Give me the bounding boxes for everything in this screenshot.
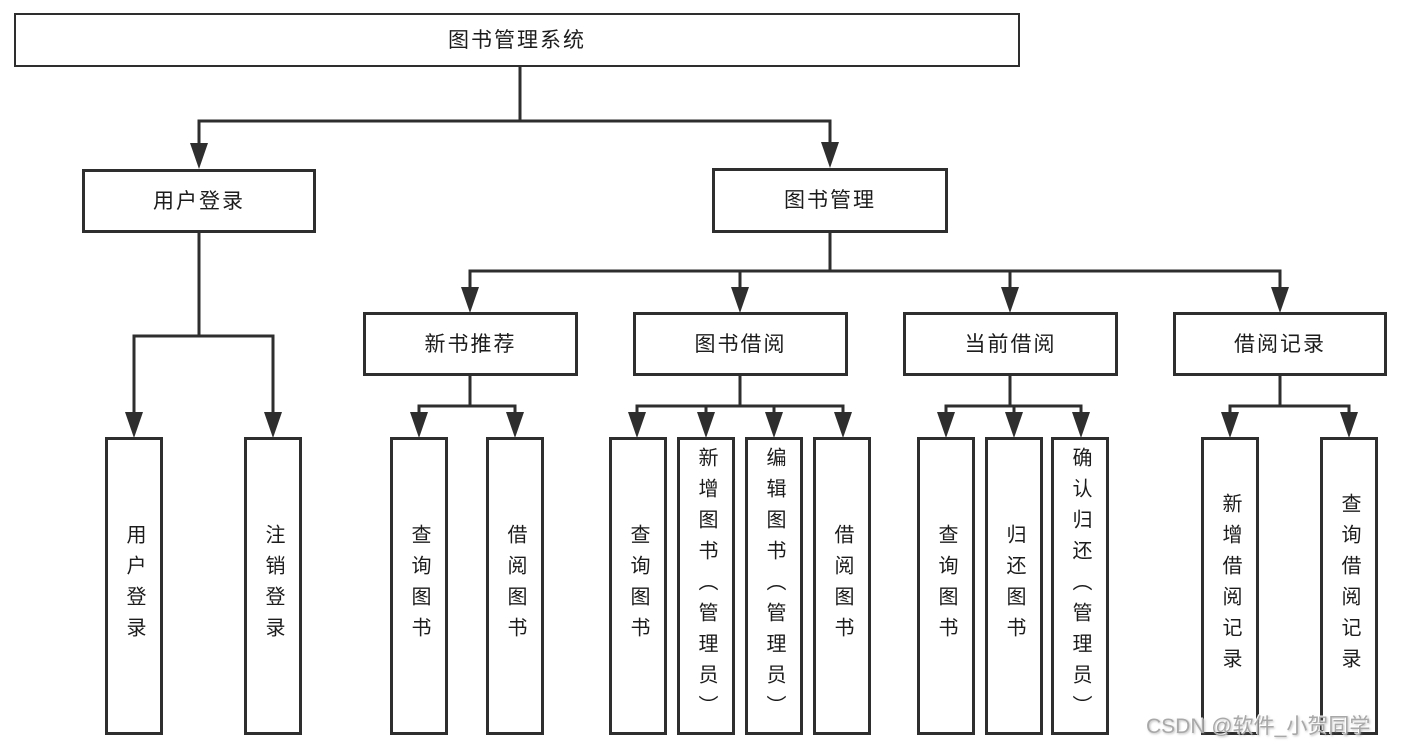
node-label: 图书管理 <box>784 189 876 212</box>
leaf-label: 查询图书 <box>627 524 649 648</box>
node-library-management-system: 图书管理系统 <box>14 13 1020 67</box>
arrowhead-down-icon <box>125 412 143 438</box>
arrowhead-down-icon <box>1072 412 1090 438</box>
arrowhead-down-icon <box>1340 412 1358 438</box>
leaf-label: 新增图书（管理员） <box>695 446 717 726</box>
node-borrow-records: 借阅记录 <box>1173 312 1387 376</box>
leaf-label: 用户登录 <box>123 524 145 648</box>
leaf-label: 新增借阅记录 <box>1219 493 1241 679</box>
leaf-user-login: 用户登录 <box>105 437 163 735</box>
leaf-logout: 注销登录 <box>244 437 302 735</box>
leaf-borrow-books-recommend: 借阅图书 <box>486 437 544 735</box>
arrowhead-down-icon <box>1271 287 1289 313</box>
leaf-label: 查询图书 <box>408 524 430 648</box>
leaf-confirm-return-admin: 确认归还（管理员） <box>1051 437 1109 735</box>
node-label: 新书推荐 <box>424 332 517 356</box>
node-book-borrow: 图书借阅 <box>633 312 848 376</box>
node-label: 图书管理系统 <box>448 28 586 52</box>
arrowhead-down-icon <box>697 412 715 438</box>
leaf-borrow-books: 借阅图书 <box>813 437 871 735</box>
arrowhead-down-icon <box>461 287 479 313</box>
node-new-book-recommend: 新书推荐 <box>363 312 578 376</box>
leaf-add-book-admin: 新增图书（管理员） <box>677 437 735 735</box>
node-user-login: 用户登录 <box>82 169 316 233</box>
arrowhead-down-icon <box>410 412 428 438</box>
arrowhead-down-icon <box>190 143 208 169</box>
leaf-edit-book-admin: 编辑图书（管理员） <box>745 437 803 735</box>
leaf-label: 借阅图书 <box>831 524 853 648</box>
leaf-add-borrow-record: 新增借阅记录 <box>1201 437 1259 735</box>
leaf-label: 确认归还（管理员） <box>1069 446 1091 726</box>
arrowhead-down-icon <box>628 412 646 438</box>
csdn-watermark: CSDN @软件_小贺同学 <box>1146 715 1371 738</box>
node-label: 图书借阅 <box>694 332 787 356</box>
arrowhead-down-icon <box>264 412 282 438</box>
arrowhead-down-icon <box>821 142 839 168</box>
node-label: 当前借阅 <box>964 332 1057 356</box>
leaf-return-book: 归还图书 <box>985 437 1043 735</box>
leaf-label: 查询图书 <box>935 524 957 648</box>
leaf-query-borrow-record: 查询借阅记录 <box>1320 437 1378 735</box>
node-current-borrow: 当前借阅 <box>903 312 1118 376</box>
arrowhead-down-icon <box>1221 412 1239 438</box>
arrowhead-down-icon <box>731 287 749 313</box>
node-label: 用户登录 <box>153 189 245 213</box>
arrowhead-down-icon <box>1005 412 1023 438</box>
arrowhead-down-icon <box>834 412 852 438</box>
leaf-label: 查询借阅记录 <box>1338 493 1360 679</box>
leaf-query-books-current: 查询图书 <box>917 437 975 735</box>
node-label: 借阅记录 <box>1234 332 1326 356</box>
arrowhead-down-icon <box>1001 287 1019 313</box>
leaf-label: 注销登录 <box>262 524 284 648</box>
arrowhead-down-icon <box>765 412 783 438</box>
leaf-label: 归还图书 <box>1003 524 1025 648</box>
leaf-label: 编辑图书（管理员） <box>763 446 785 726</box>
arrowhead-down-icon <box>506 412 524 438</box>
arrowhead-down-icon <box>937 412 955 438</box>
node-book-management: 图书管理 <box>712 168 948 233</box>
leaf-query-books-recommend: 查询图书 <box>390 437 448 735</box>
leaf-query-books-borrow: 查询图书 <box>609 437 667 735</box>
leaf-label: 借阅图书 <box>504 524 526 648</box>
